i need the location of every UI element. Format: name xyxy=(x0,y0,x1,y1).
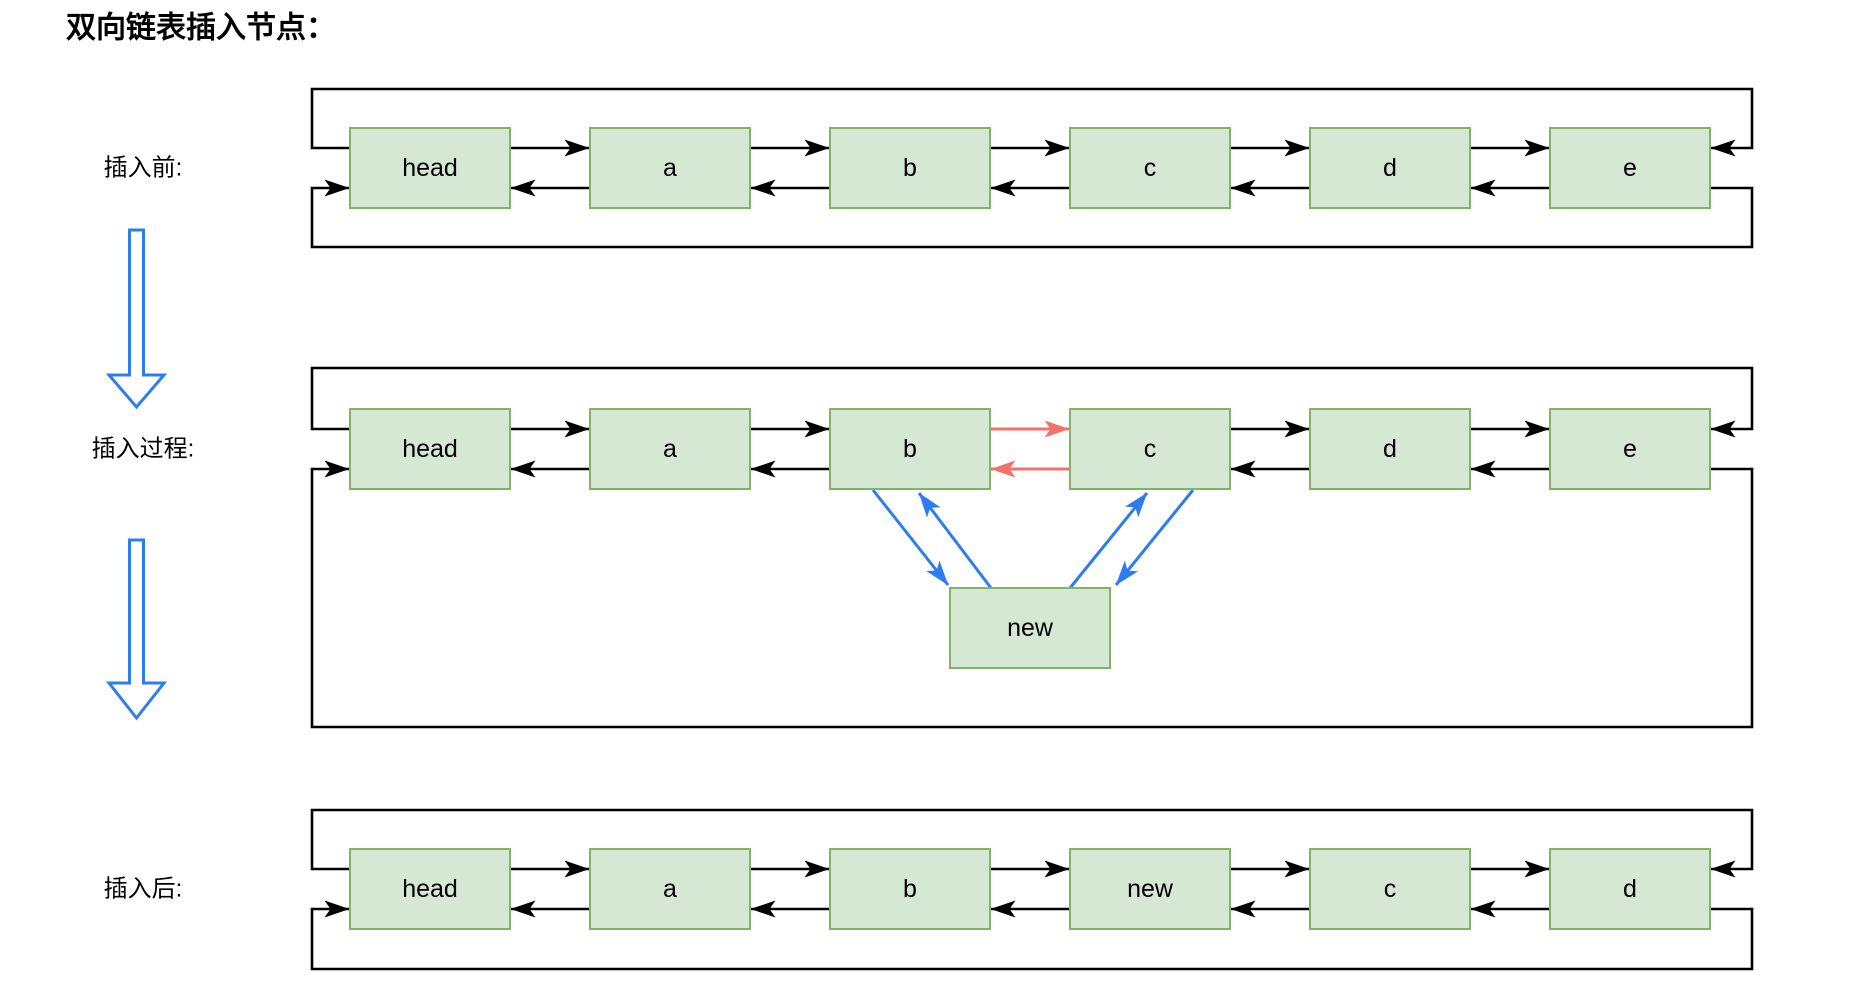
diagram-title: 双向链表插入节点： xyxy=(66,11,336,45)
node-during-b: b xyxy=(829,408,991,490)
row-label-before: 插入前: xyxy=(104,155,183,182)
node-label: a xyxy=(663,875,677,903)
node-before-head: head xyxy=(349,127,511,209)
node-during-a: a xyxy=(589,408,751,490)
node-before-a: a xyxy=(589,127,751,209)
node-label: head xyxy=(402,875,458,903)
new-link-b-to-new xyxy=(871,489,950,586)
row-label-after: 插入后: xyxy=(104,876,183,903)
node-label: d xyxy=(1383,154,1397,182)
node-label: head xyxy=(402,154,458,182)
node-label: c xyxy=(1144,154,1157,182)
node-label: head xyxy=(402,435,458,463)
node-after-new: new xyxy=(1069,848,1231,930)
node-after-b: b xyxy=(829,848,991,930)
node-before-c: c xyxy=(1069,127,1231,209)
node-before-b: b xyxy=(829,127,991,209)
node-during-c: c xyxy=(1069,408,1231,490)
node-during-head: head xyxy=(349,408,511,490)
loop-prev-link xyxy=(310,900,1754,971)
node-during-e: e xyxy=(1549,408,1711,490)
loop-next-link xyxy=(310,366,1754,438)
node-label: e xyxy=(1623,435,1637,463)
node-label: d xyxy=(1383,435,1397,463)
node-label: a xyxy=(663,435,677,463)
node-during-d: d xyxy=(1309,408,1471,490)
row-label-during: 插入过程: xyxy=(92,436,195,463)
node-after-head: head xyxy=(349,848,511,930)
node-after-a: a xyxy=(589,848,751,930)
loop-next-link xyxy=(310,808,1754,878)
row-before: 插入前: head a b c d xyxy=(104,87,1754,249)
row-after: 插入后: head a b new c xyxy=(104,808,1754,971)
flow-down-arrow-1 xyxy=(105,228,168,410)
new-link-c-to-new xyxy=(1114,489,1195,586)
node-during-new: new xyxy=(949,587,1111,669)
node-label: c xyxy=(1144,435,1157,463)
node-label: new xyxy=(1127,875,1174,903)
node-after-d: d xyxy=(1549,848,1711,930)
node-label: new xyxy=(1007,614,1054,642)
row-during: 插入过程: head a b c xyxy=(92,366,1754,729)
new-link-new-to-b xyxy=(917,492,993,589)
node-label: e xyxy=(1623,154,1637,182)
node-label: d xyxy=(1623,875,1637,903)
node-before-e: e xyxy=(1549,127,1711,209)
loop-prev-link xyxy=(310,460,1754,729)
node-label: c xyxy=(1384,875,1397,903)
node-label: b xyxy=(903,154,917,182)
flow-down-arrow-2 xyxy=(105,538,168,721)
node-label: b xyxy=(903,875,917,903)
new-link-new-to-c xyxy=(1068,492,1149,589)
node-before-d: d xyxy=(1309,127,1471,209)
loop-prev-link xyxy=(310,179,1754,249)
node-label: a xyxy=(663,154,677,182)
node-label: b xyxy=(903,435,917,463)
loop-next-link xyxy=(310,87,1754,157)
node-after-c: c xyxy=(1309,848,1471,930)
